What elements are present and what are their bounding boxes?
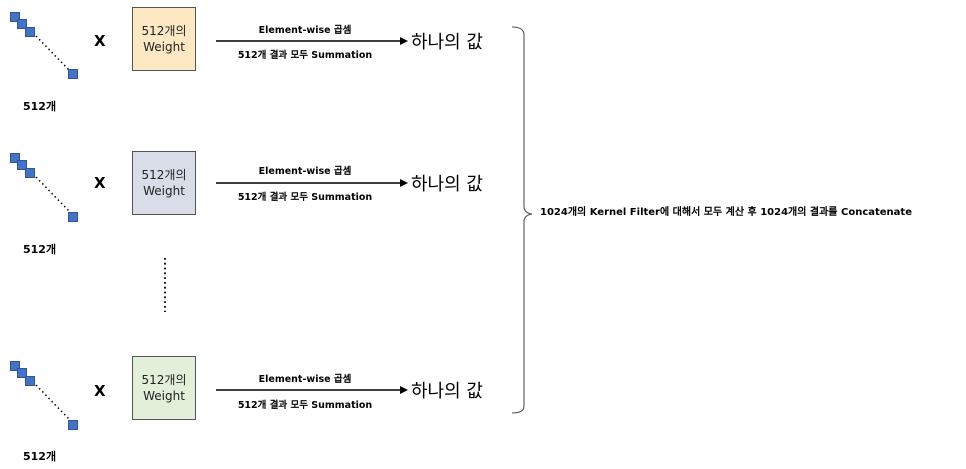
operation-label: Element-wise 곱셈 — [258, 166, 352, 177]
weight-count-label: 512개의 — [141, 24, 187, 38]
weight-count-label: 512개의 — [141, 373, 187, 387]
operation-label: Element-wise 곱셈 — [258, 25, 352, 36]
row-1: 512개 X 512개의 Weight Element-wise 곱셈 512개… — [0, 0, 560, 120]
result-label: 하나의 값 — [411, 174, 483, 195]
vector-label: 512개 — [23, 100, 57, 113]
weight-label: Weight — [143, 389, 185, 403]
vector-element-square — [25, 376, 35, 386]
row-3: 512개 X 512개의 Weight Element-wise 곱셈 512개… — [0, 349, 560, 469]
arrow — [216, 37, 408, 45]
summation-label: 512개 결과 모두 Summation — [237, 50, 373, 61]
vector-element-square — [25, 168, 35, 178]
weight-count-label: 512개의 — [141, 168, 187, 182]
input-vector — [0, 141, 90, 251]
weight-box: 512개의 Weight — [132, 356, 196, 420]
vector-label: 512개 — [23, 450, 57, 463]
vector-element-square — [25, 27, 35, 37]
vector-ellipsis-line — [35, 176, 70, 212]
weight-label: Weight — [143, 40, 185, 54]
vector-label: 512개 — [23, 243, 57, 256]
weight-label: Weight — [143, 184, 185, 198]
input-vector — [0, 349, 90, 459]
vector-element-square — [68, 420, 78, 430]
concatenate-label: 1024개의 Kernel Filter에 대해서 모두 계산 후 1024개의… — [540, 207, 912, 218]
multiply-operator: X — [94, 32, 106, 50]
weight-box: 512개의 Weight — [132, 151, 196, 215]
vector-element-square — [68, 212, 78, 222]
vector-element-square — [17, 19, 27, 29]
multiply-operator: X — [94, 174, 106, 192]
vector-element-square — [10, 153, 20, 163]
vector-element-square — [10, 361, 20, 371]
vector-element-square — [10, 12, 20, 22]
summation-label: 512개 결과 모두 Summation — [237, 192, 373, 203]
vector-ellipsis-line — [35, 384, 70, 420]
vertical-ellipsis-icon — [164, 258, 166, 312]
multiply-operator: X — [94, 382, 106, 400]
vector-element-square — [17, 160, 27, 170]
vector-element-square — [17, 368, 27, 378]
vector-ellipsis-line — [35, 35, 70, 71]
input-vector — [0, 0, 90, 110]
operation-label: Element-wise 곱셈 — [258, 374, 352, 385]
weight-box: 512개의 Weight — [132, 7, 196, 71]
row-2: 512개 X 512개의 Weight Element-wise 곱셈 512개… — [0, 141, 560, 261]
arrow — [216, 179, 408, 187]
arrow — [216, 386, 408, 394]
summation-label: 512개 결과 모두 Summation — [237, 400, 373, 411]
vector-element-square — [68, 69, 78, 79]
result-label: 하나의 값 — [411, 381, 483, 402]
result-label: 하나의 값 — [411, 32, 483, 53]
